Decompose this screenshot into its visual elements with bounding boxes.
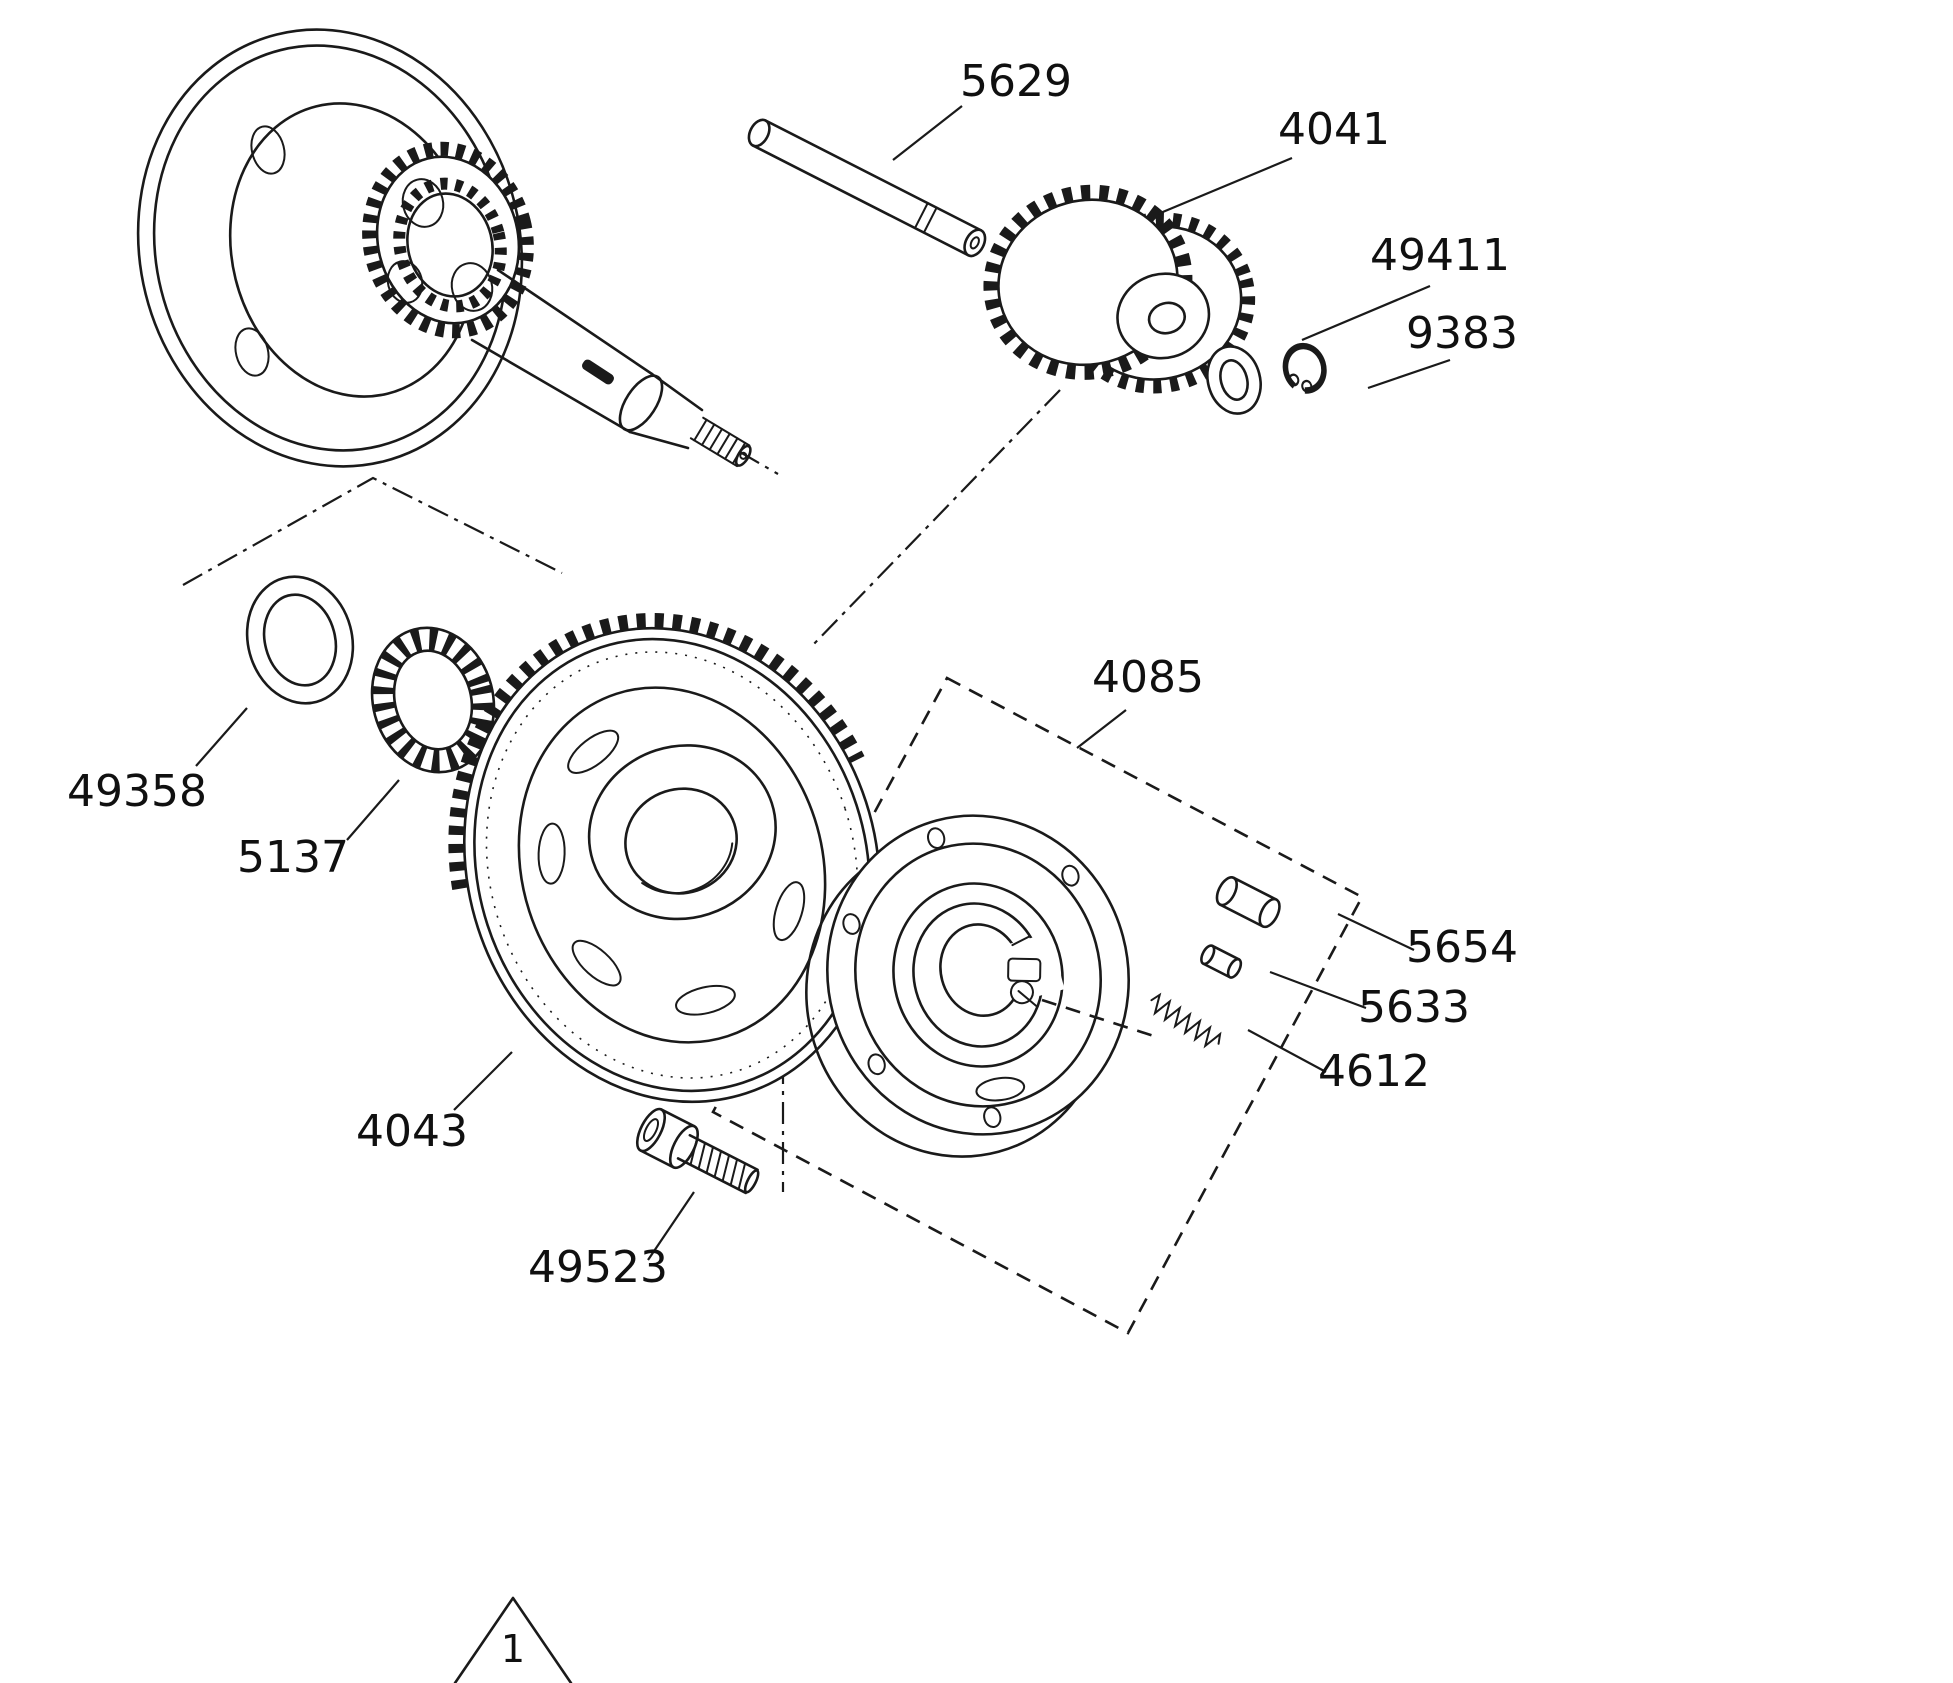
- clutch-cam-pocket: [1007, 957, 1042, 1005]
- snap-ring-9383: [1282, 342, 1327, 394]
- starter-clutch-gear-4043: [448, 613, 882, 1104]
- shaft-keyway: [582, 359, 614, 385]
- part-label-49523: 49523: [528, 1242, 668, 1293]
- leader-lines: [195, 105, 1451, 1261]
- part-label-49411: 49411: [1370, 230, 1510, 281]
- clutch-roller-5654: [1215, 876, 1281, 929]
- part-label-5629: 5629: [960, 56, 1072, 107]
- crankshaft-assembly: [136, 28, 752, 468]
- part-label-4041: 4041: [1278, 104, 1390, 155]
- callout-triangle: [453, 1596, 573, 1683]
- part-labels: 5629 4041 49411 9383 49358 5137 4043 495…: [67, 56, 1518, 1671]
- part-label-4043: 4043: [356, 1106, 468, 1157]
- needle-bearing-5137: [370, 626, 496, 774]
- part-label-4085: 4085: [1092, 652, 1204, 703]
- starter-idler-shaft-5629: [747, 118, 987, 258]
- part-label-5633: 5633: [1358, 982, 1470, 1033]
- part-label-49358: 49358: [67, 766, 207, 817]
- part-label-5654: 5654: [1406, 922, 1518, 973]
- washer-49411: [1206, 345, 1262, 415]
- one-way-clutch-assembly-4085: [805, 814, 1130, 1158]
- clutch-pin-5633: [1200, 944, 1243, 979]
- center-axis-lines: [182, 389, 1061, 1192]
- thrust-washer-49358: [245, 575, 355, 705]
- assembly-outline-4085: [711, 676, 1364, 1335]
- part-label-5137: 5137: [237, 832, 349, 883]
- gear-slots: [537, 729, 806, 1016]
- part-label-4612: 4612: [1318, 1046, 1430, 1097]
- clutch-flange-holes: [842, 827, 1080, 1129]
- callout-note-1: 1: [501, 1627, 525, 1671]
- shaft-threaded-tip: [689, 416, 752, 468]
- cam-to-spring-link-line: [1041, 998, 1161, 1040]
- socket-bolt-49523: [635, 1107, 760, 1195]
- clutch-spring-4612: [1150, 992, 1222, 1049]
- part-label-9383: 9383: [1406, 308, 1518, 359]
